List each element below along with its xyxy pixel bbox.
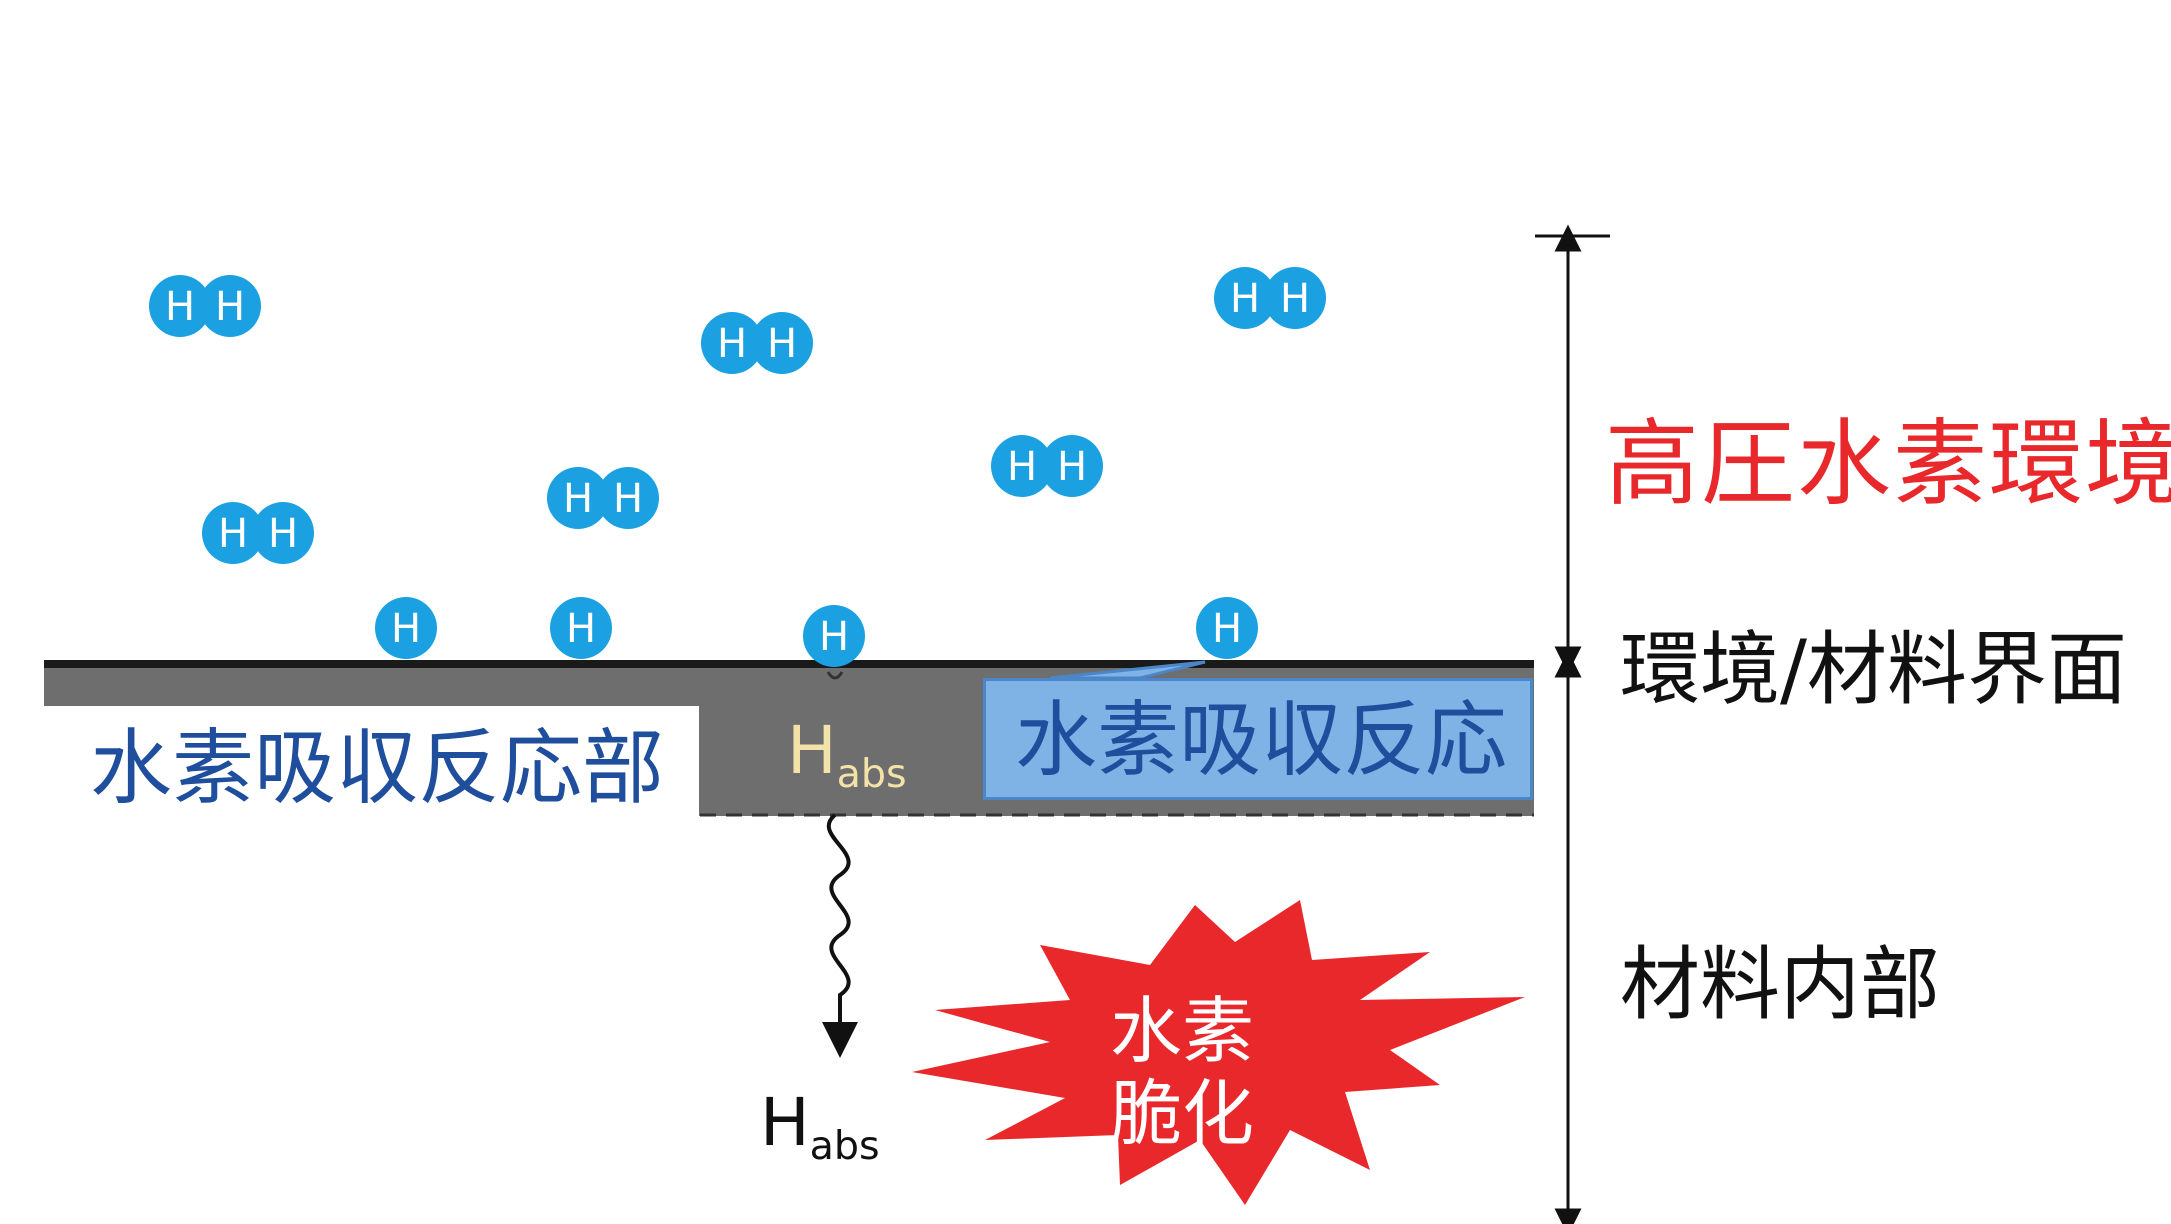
environment-label: 高圧水素環境 [1605,410,2171,519]
absorption-part-label-bg [44,706,699,818]
interior-label: 材料内部 [1620,938,1940,1031]
svg-text:H: H [1212,606,1242,652]
adsorbed-hydrogen-atom-icon: H [550,597,612,659]
absorbed-hydrogen-surface-label: Habs [787,718,907,794]
svg-text:H: H [1007,444,1037,490]
surface-line [44,660,1534,668]
hydrogen-atom-icon: H [252,502,314,564]
embrittlement-burst [912,900,1525,1205]
svg-text:H: H [767,321,797,367]
hydrogen-atom-icon: H [597,467,659,529]
hydrogen-atom-icon: H [1214,267,1276,329]
hydrogen-atom-icon: H [547,467,609,529]
svg-text:H: H [717,321,747,367]
svg-text:H: H [391,606,421,652]
hydrogen-atom-icon: H [149,275,211,337]
hydrogen-atom-icon: H [1264,267,1326,329]
hydrogen-atom-icon: H [199,275,261,337]
svg-text:H: H [215,284,245,330]
svg-text:H: H [613,476,643,522]
svg-text:H: H [218,511,248,557]
h-symbol: H [787,712,837,789]
embrittlement-line1: 水素 [1110,989,1255,1073]
svg-text:H: H [1057,444,1087,490]
adsorbed-hydrogen-atom-icon: H [375,597,437,659]
interface-label: 環境/材料界面 [1620,623,2127,716]
svg-text:H: H [566,606,596,652]
hydrogen-atom-icon: H [751,312,813,374]
svg-text:H: H [268,511,298,557]
absorption-part-label: 水素吸収反応部 [90,721,665,816]
hydrogen-atom-icon: H [991,435,1053,497]
absorption-reaction-box [983,678,1533,800]
h-symbol: H [760,1084,810,1161]
hydrogen-atom-icon: H [202,502,264,564]
embrittlement-label: 水素脆化 [1110,990,1254,1156]
adsorbed-hydrogen-atom-icon: H [803,605,865,667]
hydrogen-atom-icon: H [1041,435,1103,497]
svg-text:H: H [563,476,593,522]
svg-text:H: H [165,284,195,330]
absorbed-hydrogen-bulk-label: Habs [760,1090,880,1166]
hydrogen-atom-icon: H [701,312,763,374]
svg-text:H: H [1280,276,1310,322]
abs-subscript: abs [836,750,907,797]
svg-text:H: H [1230,276,1260,322]
embrittlement-line2: 脆化 [1110,1071,1255,1156]
svg-text:H: H [819,614,849,660]
abs-subscript: abs [809,1122,880,1169]
absorption-reaction-label: 水素吸収反応 [1015,693,1508,788]
diffusion-arrow [822,813,858,1058]
adsorbed-hydrogen-atom-icon: H [1196,597,1258,659]
adsorption-hook [826,671,844,680]
